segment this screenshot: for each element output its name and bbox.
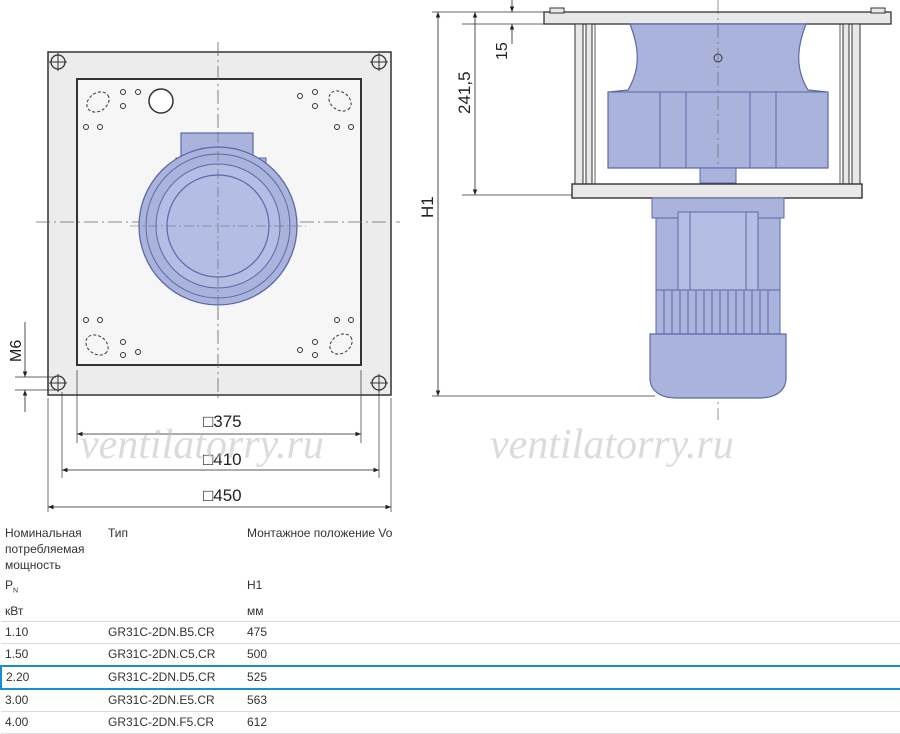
- unit-power: кВт: [1, 601, 104, 623]
- col-mount-header: Монтажное положение Vo: [247, 526, 393, 540]
- cell-power: 4.00: [1, 711, 104, 734]
- technical-drawing: □375 □410 □450 M6 H1 241,5 15: [8, 0, 892, 512]
- cell-power: 1.50: [1, 643, 104, 667]
- cell-type: GR31C-2DN.F5.CR: [104, 711, 243, 734]
- cell-type: GR31C-2DN.B5.CR: [104, 621, 243, 645]
- watermark-left: ventilatorry.ru: [80, 422, 324, 468]
- side-view: H1 241,5 15: [418, 0, 892, 420]
- dim-15: 15: [494, 42, 511, 60]
- cell-power: 3.00: [1, 689, 104, 713]
- spec-table-container: Номинальная потребляемая мощность Тип Мо…: [0, 521, 900, 734]
- corner-hole-icon: [49, 53, 388, 392]
- dim-thread-m6: M6: [8, 340, 25, 362]
- cell-power: 1.10: [1, 621, 104, 645]
- col-power-header: Номинальная потребляемая мощность: [5, 526, 85, 572]
- cell-type: GR31C-2DN.E5.CR: [104, 689, 243, 713]
- dim-square-410: □410: [203, 450, 242, 469]
- dim-square-375: □375: [203, 412, 242, 431]
- dim-square-450: □450: [203, 486, 242, 505]
- cell-h1: 563: [243, 689, 900, 713]
- symbol-h1: H1: [247, 578, 263, 592]
- cell-h1: 500: [243, 643, 900, 667]
- symbol-empty: [104, 575, 243, 601]
- unit-h1: мм: [243, 601, 900, 623]
- cell-h1: 612: [243, 711, 900, 734]
- motor-top-view: [130, 132, 306, 320]
- spec-table: Номинальная потребляемая мощность Тип Мо…: [0, 521, 900, 734]
- watermark-right: ventilatorry.ru: [490, 422, 734, 468]
- top-view: □375 □410 □450 M6: [8, 42, 400, 512]
- cable-gland-icon: [148, 88, 174, 114]
- col-type-header: Тип: [108, 526, 129, 540]
- symbol-power: PN: [5, 578, 19, 595]
- cell-type: GR31C-2DN.C5.CR: [104, 643, 243, 667]
- dim-h1: H1: [418, 196, 437, 218]
- bolt-holes: [83, 89, 354, 358]
- cell-h1: 525: [243, 665, 900, 691]
- dim-241-5: 241,5: [455, 71, 474, 114]
- cell-type: GR31C-2DN.D5.CR: [104, 665, 243, 691]
- unit-empty: [104, 601, 243, 623]
- cell-h1: 475: [243, 621, 900, 645]
- cell-power: 2.20: [0, 665, 104, 691]
- motor-side-view: [649, 197, 787, 399]
